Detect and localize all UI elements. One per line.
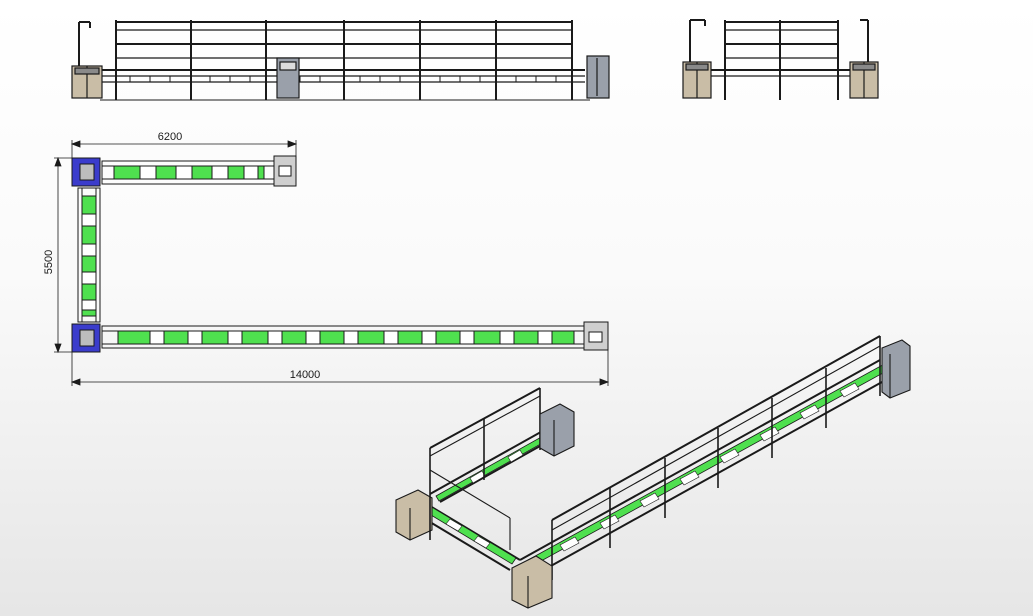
isometric-view [395,335,911,609]
iso-right-cabinet [881,339,911,399]
dimension-lines [54,140,610,386]
right-control-cabinet [586,55,610,99]
left-conveyor-frame [77,187,101,323]
iso-upper-cabinet [539,403,575,457]
side-elevation-view [682,19,879,100]
dimension-height: 5500 [43,250,55,274]
plan-view [71,155,609,353]
front-elevation-view [71,20,610,101]
dimension-bottom-width: 14000 [290,369,321,381]
dimension-top-width: 6200 [158,131,182,143]
iso-left-cabinet [395,489,433,541]
iso-bottom-corner-cabinet [511,555,553,609]
